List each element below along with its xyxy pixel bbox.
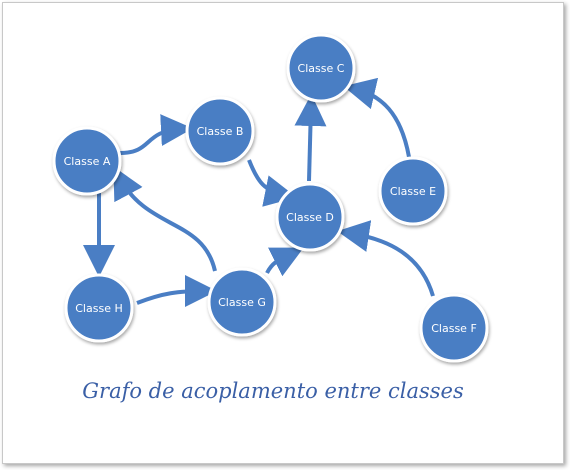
edge-f-to-d bbox=[337, 220, 435, 297]
edge-h-to-g bbox=[136, 275, 217, 308]
edge-g-to-a bbox=[113, 166, 217, 272]
node-classe-c: Classe C bbox=[286, 33, 356, 103]
node-label-classe-e: Classe E bbox=[390, 185, 436, 198]
node-label-classe-h: Classe H bbox=[75, 302, 122, 315]
edge-e-to-c bbox=[343, 77, 411, 158]
node-classe-g: Classe G bbox=[207, 267, 277, 337]
diagram-caption: Grafo de acoplamento entre classes bbox=[82, 379, 464, 403]
node-label-classe-c: Classe C bbox=[298, 62, 345, 75]
node-classe-f: Classe F bbox=[419, 293, 489, 363]
node-label-classe-f: Classe F bbox=[431, 322, 477, 335]
node-label-classe-d: Classe D bbox=[286, 211, 334, 224]
node-label-classe-a: Classe A bbox=[64, 155, 111, 168]
node-classe-e: Classe E bbox=[378, 156, 448, 226]
node-label-classe-g: Classe G bbox=[218, 296, 266, 309]
node-classe-b: Classe B bbox=[185, 96, 255, 166]
node-label-classe-b: Classe B bbox=[197, 125, 244, 138]
node-classe-h: Classe H bbox=[64, 273, 134, 343]
diagram-frame: Classe A Classe B Classe C Classe D Clas… bbox=[2, 2, 564, 464]
edge-d-to-c bbox=[294, 94, 327, 182]
node-classe-a: Classe A bbox=[52, 126, 122, 196]
edge-b-to-d bbox=[247, 159, 297, 207]
node-classe-d: Classe D bbox=[275, 182, 345, 252]
coupling-graph: Classe A Classe B Classe C Classe D Clas… bbox=[52, 33, 489, 363]
edge-a-to-b bbox=[119, 114, 193, 155]
edge-g-to-d bbox=[265, 247, 304, 277]
